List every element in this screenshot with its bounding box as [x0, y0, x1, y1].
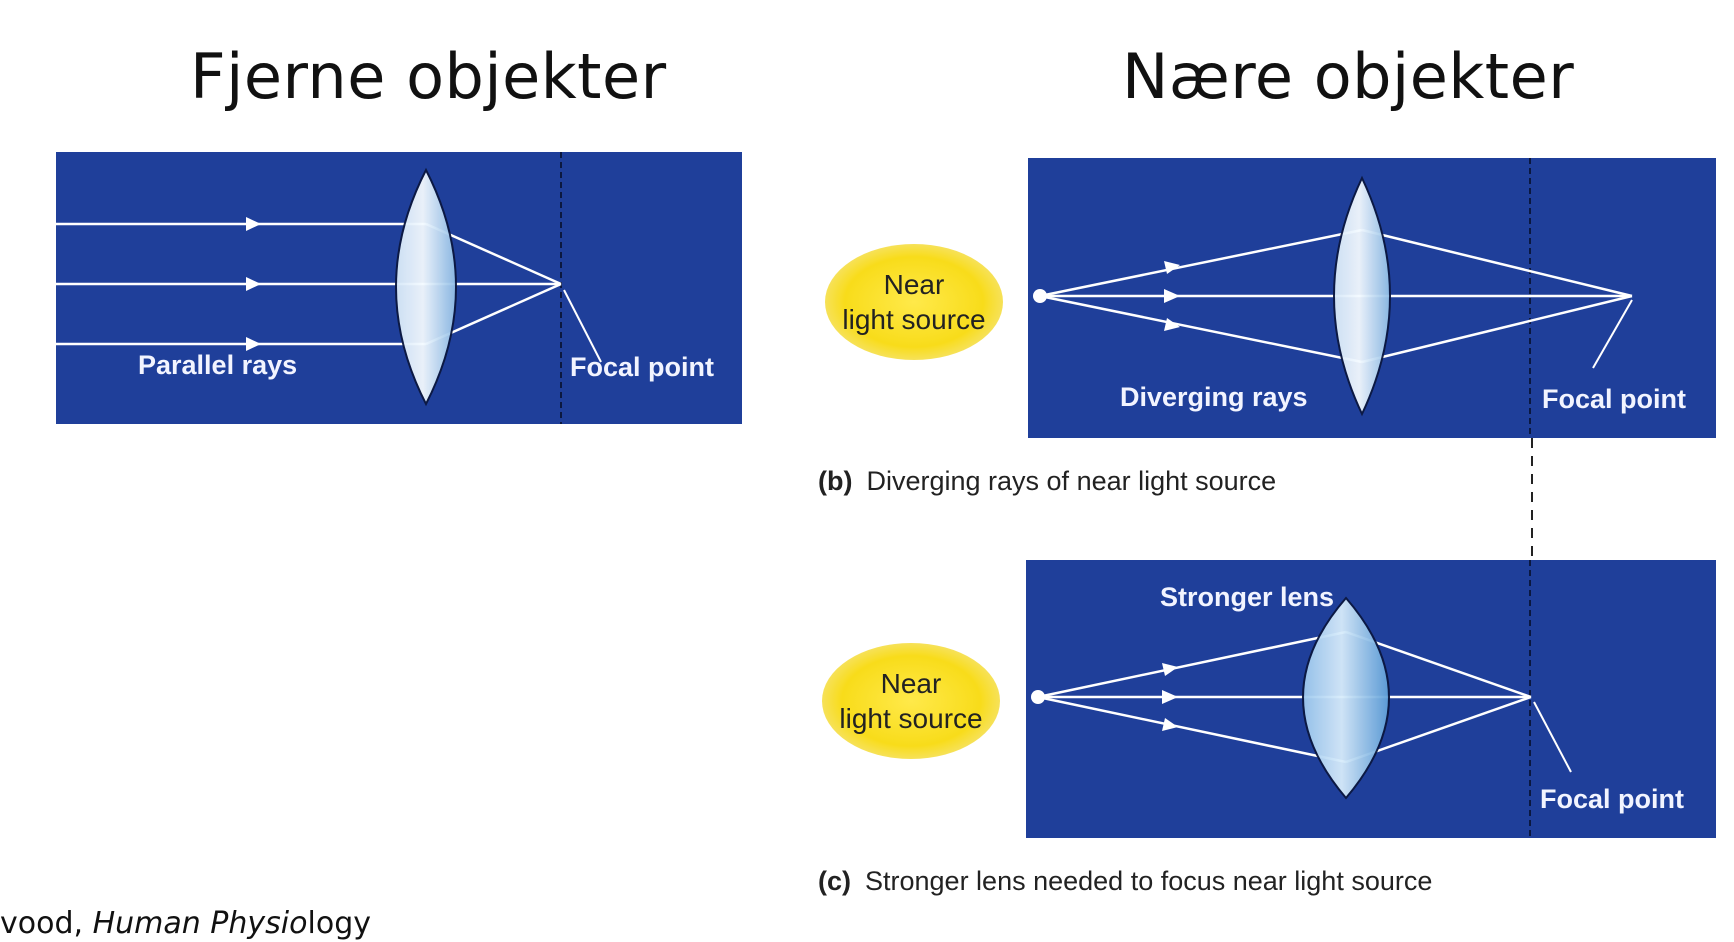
title-distant-objects: Fjerne objekter: [190, 40, 667, 113]
diagram-parallel-rays: Parallel rays Focal point: [56, 152, 742, 424]
source-line2: light source: [839, 703, 983, 734]
stronger-lens-svg: [1031, 560, 1572, 838]
credit-prefix: vood,: [0, 906, 93, 941]
source-point: [1031, 690, 1045, 704]
focal-point-label: Focal point: [1542, 384, 1686, 414]
near-light-source-b: Near light source: [825, 244, 1003, 360]
near-light-source-c: Near light source: [822, 643, 1000, 759]
credit-italic: Human Physio: [92, 906, 308, 941]
caption-text: Stronger lens needed to focus near light…: [865, 866, 1433, 896]
caption-b: (b) Diverging rays of near light source: [818, 466, 1276, 497]
source-credit: vood, Human Physiology: [0, 906, 371, 941]
diverging-rays-label: Diverging rays: [1120, 382, 1308, 412]
focal-pointer-line: [1533, 701, 1572, 773]
caption-c: (c) Stronger lens needed to focus near li…: [818, 866, 1432, 897]
ray-lines: [56, 222, 562, 346]
source-point: [1033, 289, 1047, 303]
arrow-heads: [1162, 663, 1178, 731]
ray-lines: [1037, 630, 1532, 764]
arrow-heads: [246, 217, 261, 351]
focal-point-label: Focal point: [1540, 784, 1684, 814]
caption-letter: (b): [818, 466, 853, 496]
diagram-stronger-lens: Stronger lens Focal point: [1026, 560, 1716, 838]
source-line2: light source: [842, 304, 986, 335]
focal-point-label: Focal point: [570, 352, 714, 382]
lens-shape: [395, 167, 457, 407]
diagram-diverging-rays: Diverging rays Focal point: [1028, 158, 1716, 438]
arrow-heads: [1164, 261, 1180, 331]
diverging-rays-svg: [1033, 158, 1633, 438]
parallel-rays-label: Parallel rays: [138, 350, 298, 380]
title-near-objects: Nære objekter: [1122, 40, 1575, 113]
caption-text: Diverging rays of near light source: [866, 466, 1277, 496]
caption-letter: (c): [818, 866, 851, 896]
source-line1: Near: [880, 668, 942, 699]
credit-suffix: logy: [307, 906, 372, 941]
source-line1: Near: [883, 269, 945, 300]
focal-plane-extension: [1531, 438, 1533, 560]
focal-pointer-line: [1592, 299, 1633, 369]
lens-shape: [1333, 175, 1391, 417]
parallel-rays-svg: [56, 152, 602, 424]
focal-pointer-line: [563, 289, 602, 363]
stronger-lens-label: Stronger lens: [1160, 582, 1335, 612]
lens-shape: [1302, 596, 1390, 800]
